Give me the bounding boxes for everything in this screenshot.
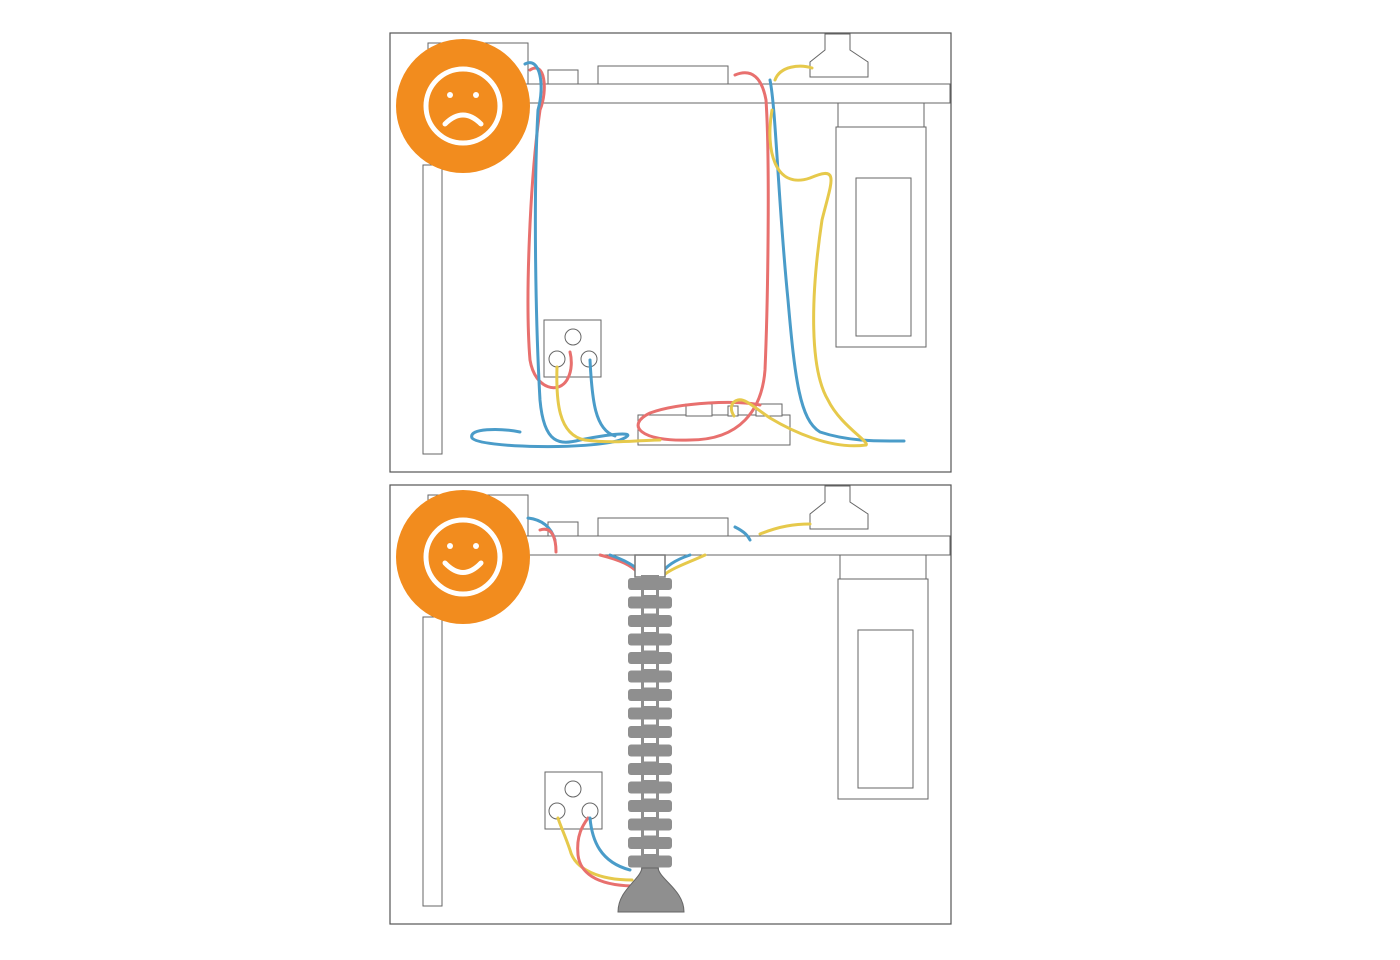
spine-segment — [628, 744, 672, 757]
spine-segment — [628, 615, 672, 627]
spine-segment — [628, 578, 672, 590]
cable-yellow — [662, 553, 707, 577]
spine-segment — [628, 763, 672, 775]
tangled-cables — [470, 61, 906, 449]
spine-gap — [644, 608, 656, 614]
happy-face-icon — [423, 517, 503, 597]
desk-lamp-base — [809, 485, 869, 530]
socket-hole — [564, 780, 582, 798]
spine-segment — [628, 837, 672, 849]
spine-gap — [644, 738, 656, 743]
spine-segment — [628, 800, 672, 812]
spine-gap — [644, 830, 656, 836]
spine-gap — [644, 701, 656, 706]
cable-blue — [733, 525, 752, 542]
spine-base — [617, 867, 685, 913]
happy-face-badge — [396, 490, 530, 624]
cabinet-drawer — [857, 629, 914, 789]
spine-gap — [644, 849, 656, 854]
cable-red — [636, 71, 770, 442]
cable-blue — [588, 816, 632, 872]
spine-gap — [644, 645, 656, 651]
cable-yellow — [773, 64, 814, 82]
cabinet-top — [839, 554, 927, 580]
socket-hole — [548, 802, 566, 820]
spine-gap — [644, 664, 656, 669]
spine-segment — [628, 855, 672, 868]
spine-gap — [644, 682, 656, 688]
spine-gap — [644, 793, 656, 799]
panel-frame — [389, 32, 952, 473]
cable-blue — [588, 358, 617, 438]
sad-face-icon — [423, 66, 503, 146]
spine-segment — [628, 689, 672, 701]
cable-yellow — [758, 522, 812, 536]
spine-segment — [628, 652, 672, 664]
desk-leg — [422, 164, 443, 455]
desk-leg — [422, 616, 443, 907]
cabinet-top — [837, 102, 925, 128]
spine-gap — [644, 590, 656, 595]
desk-power-strip — [597, 65, 729, 85]
desk-top — [422, 485, 951, 907]
badge-circle — [396, 490, 530, 624]
organized-cables — [526, 516, 812, 888]
tidy-desk-panel — [389, 484, 952, 925]
spine-segment — [628, 781, 672, 794]
sad-face-badge — [396, 39, 530, 173]
spine-segment — [628, 707, 672, 720]
cable-red — [576, 816, 634, 888]
badge-circle — [396, 39, 530, 173]
spine-gap — [644, 756, 656, 762]
cable-yellow — [729, 108, 868, 448]
cable-yellow — [555, 365, 662, 444]
cable-red — [538, 527, 558, 554]
cable-blue — [470, 61, 630, 449]
socket-hole — [564, 328, 582, 346]
spine-segment — [628, 670, 672, 683]
desk-lamp-base — [809, 33, 869, 78]
spine-segment — [628, 726, 672, 738]
spine-top-clip — [634, 554, 666, 578]
panel-frame — [389, 484, 952, 925]
spine-gap — [644, 719, 656, 725]
desk-device — [547, 69, 579, 85]
spine-segment — [628, 633, 672, 646]
cable-blue — [768, 78, 906, 443]
spine-gap — [644, 775, 656, 780]
spine-gap — [644, 627, 656, 632]
cable-spine — [617, 554, 685, 913]
socket-hole — [548, 350, 566, 368]
cable-red — [526, 66, 573, 390]
spine-segment — [628, 818, 672, 831]
spine-gap — [644, 812, 656, 817]
messy-desk-panel — [389, 32, 952, 473]
cable-yellow — [556, 816, 634, 882]
spine-segment — [628, 596, 672, 609]
cabinet-drawer — [855, 177, 912, 337]
desk-power-strip — [597, 517, 729, 537]
